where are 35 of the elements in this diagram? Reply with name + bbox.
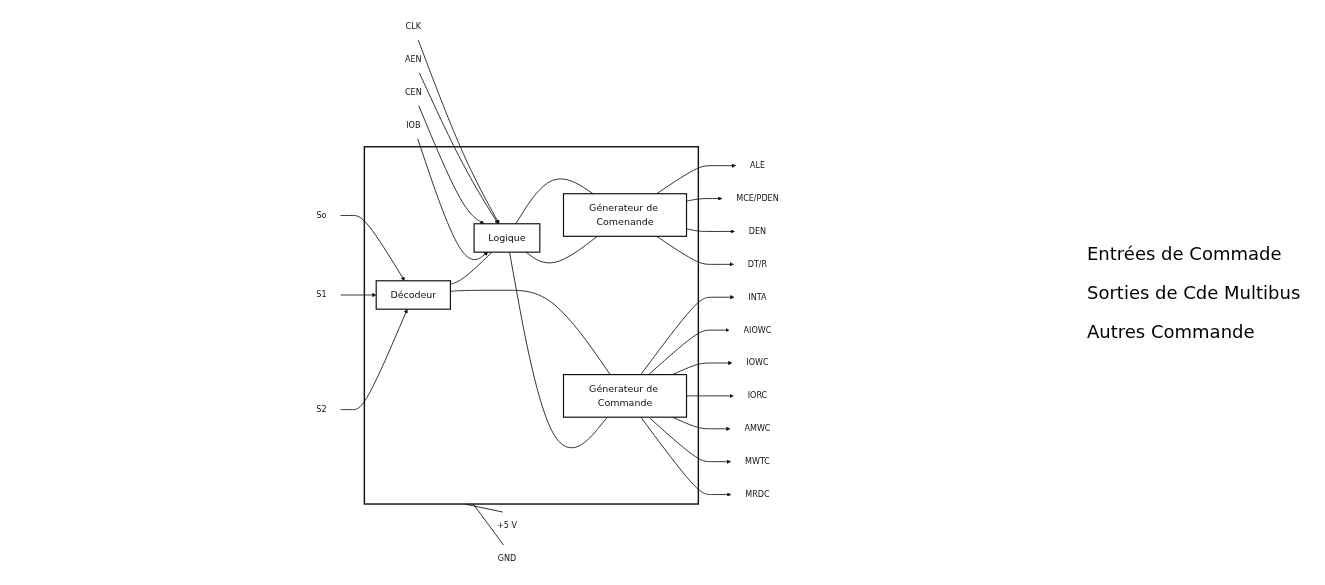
node-text: IOWC — [746, 357, 769, 368]
connector — [464, 503, 504, 513]
node-text: DEN — [748, 226, 767, 236]
node-box: Logique — [473, 223, 541, 253]
connector — [472, 503, 504, 546]
node-text: INTA — [748, 292, 767, 302]
connector — [515, 178, 594, 225]
connector — [525, 235, 598, 264]
node-box: Décodeur — [375, 280, 451, 310]
node-text: CLK — [405, 21, 421, 32]
node-text: AIOWC — [743, 325, 772, 335]
node-text: AMWC — [744, 423, 771, 434]
node-box: Génerateur de Comenande — [562, 193, 688, 237]
group-label: Sorties de Cde Multibus — [1087, 282, 1302, 303]
connector — [450, 289, 611, 376]
node-text: So — [316, 210, 327, 220]
node-text: S2 — [316, 404, 327, 414]
node-box: Génerateur de Commande — [562, 374, 688, 418]
connector — [450, 251, 493, 285]
node-text: MRDC — [745, 489, 770, 499]
group-label: Entrées de Commade — [1087, 243, 1283, 264]
node-text: MWTC — [744, 456, 770, 467]
connector — [509, 251, 608, 449]
node-text: +5 V — [497, 520, 517, 530]
node-text: GND — [497, 553, 517, 563]
group-label: Autres Commande — [1087, 321, 1256, 342]
node-text: S1 — [316, 289, 327, 300]
cluster — [363, 146, 700, 505]
node-text: DT/R — [747, 259, 768, 269]
node-text: CEN — [404, 87, 422, 98]
node-text: AEN — [405, 54, 422, 65]
node-text: IORC — [747, 390, 768, 401]
node-text: ALE — [749, 160, 765, 171]
node-text: MCE/PDEN — [736, 193, 779, 203]
node-text: IOB — [406, 120, 421, 130]
